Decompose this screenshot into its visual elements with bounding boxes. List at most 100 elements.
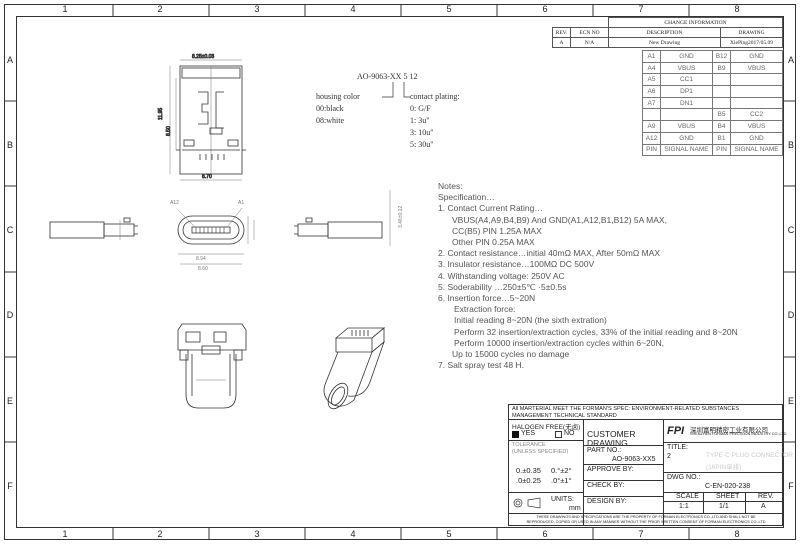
note-line: Specification…: [438, 192, 495, 203]
pin-cell: [642, 108, 661, 122]
front-label-a1: A1: [238, 200, 244, 206]
pin-cell: VBUS: [730, 61, 783, 75]
row-label: F: [7, 481, 13, 491]
column-label: 3: [254, 4, 260, 14]
pin-cell: B5: [712, 108, 731, 122]
column-label: 8: [734, 529, 740, 539]
change-header: REV.: [552, 27, 571, 38]
pin-cell: GND: [660, 131, 713, 145]
pin-cell: A6: [642, 85, 661, 98]
pin-cell: DP1: [660, 85, 713, 98]
pin-cell: VBUS: [730, 120, 783, 133]
sheet-label: SHEET: [716, 493, 740, 500]
pin-cell: CC1: [660, 73, 713, 87]
part-code: AO-9063-XX 5 12: [357, 72, 418, 81]
dim-front-width2: 8.60: [198, 266, 208, 272]
part-code-leader-lines: [382, 82, 410, 98]
pin-cell: [712, 85, 731, 98]
change-cell: A: [552, 37, 571, 48]
note-line: 3. Insulator resistance…100MΩ DC 500V: [438, 259, 595, 270]
dwg-no-value: C-EN-020-238: [705, 483, 751, 490]
change-header: DRAWING: [720, 27, 783, 38]
dim-top-width2: 8.70: [202, 174, 212, 180]
note-line: CC(B5) PIN 1.25A MAX: [452, 225, 542, 236]
halogen-yes-label: YES: [521, 430, 536, 437]
pin-cell: GND: [730, 50, 783, 63]
title-block: [508, 404, 783, 526]
row-label: B: [6, 140, 13, 150]
pin-cell: [730, 96, 783, 110]
pin-cell: A9: [642, 120, 661, 133]
units-label: UNITS:: [551, 496, 574, 503]
row-label: C: [6, 225, 14, 235]
column-label: 6: [542, 4, 548, 14]
column-label: 4: [350, 4, 356, 14]
halogen-no-label: NO: [564, 430, 575, 437]
note-line: 7. Salt spray test 48 H.: [438, 360, 524, 371]
pin-cell: A7: [642, 96, 661, 110]
row-label: A: [6, 55, 13, 65]
copyright-footer-1: THESE DRAWINGS AND SPECIFICATIONS ARE TH…: [536, 515, 756, 519]
column-label: 2: [157, 4, 163, 14]
pin-cell: A12: [642, 131, 661, 145]
title-text: TYPE-C PLUG CONNECTOR: [706, 452, 793, 459]
side-view-right: 3.46±0.12: [294, 190, 404, 246]
pin-cell: B9: [712, 61, 731, 75]
note-line: Perform 10000 insertion/extraction cycle…: [454, 337, 665, 348]
tolerance-angle-1: 0.°±2°: [551, 466, 572, 475]
tolerance-linear-1: 0.±0.35: [516, 466, 541, 475]
row-label: F: [788, 481, 794, 491]
change-cell: New Drawing: [608, 37, 721, 48]
column-label: 8: [734, 4, 740, 14]
contact-plating-label: contact plating:: [410, 92, 460, 101]
pin-cell: PIN: [642, 143, 661, 157]
dim-top-width: 8.25±0.03: [192, 54, 214, 60]
pin-cell: B1: [712, 131, 731, 145]
note-line: Initial reading 8~20N (the sixth extrati…: [454, 315, 607, 326]
row-label: C: [787, 225, 795, 235]
housing-option: 00:black: [316, 104, 344, 113]
row-label: E: [6, 396, 13, 406]
halogen-no-checkbox[interactable]: [555, 431, 562, 438]
copyright-footer-2: REPRODUCED, COPIED OR USED IN ANY MANNER…: [526, 520, 766, 524]
pin-cell: PIN: [712, 143, 731, 157]
column-label: 4: [350, 529, 356, 539]
column-label: 1: [62, 4, 68, 14]
note-line: 1. Contact Current Rating…: [438, 203, 543, 214]
tolerance-linear-2: .0±0.25: [516, 476, 541, 485]
plating-option: 1: 3u": [410, 116, 430, 125]
pin-cell: GND: [660, 50, 713, 63]
company-logo: FPI: [667, 425, 685, 437]
note-line: 2. Contact resistance…initial 40mΩ MAX, …: [438, 248, 660, 259]
column-label: 6: [542, 529, 548, 539]
rev-value: A: [761, 503, 766, 510]
change-header: DESCRIPTION: [608, 27, 721, 38]
pin-cell: [712, 73, 731, 87]
halogen-free-label: HALOGEN FREE(无卤): [512, 424, 581, 431]
pin-cell: [712, 96, 731, 110]
title-number: 2: [667, 453, 671, 460]
compliance-statement: All MARTERIAL MEET THE FORMAN'S SPEC: EN…: [512, 406, 739, 419]
unless-specified-label: (UNLESS SPECIFIED): [512, 449, 569, 455]
scale-value: 1:1: [679, 503, 689, 510]
pin-cell: B4: [712, 120, 731, 133]
part-no-value: AO-9063-XX5: [612, 456, 656, 463]
pin-cell: SIGNAL NAME: [660, 143, 713, 157]
units-value: mm: [569, 505, 581, 512]
front-view: A12 A1 8.94 8.60: [170, 200, 255, 272]
dim-front-width: 8.94: [196, 256, 206, 262]
title-label: TITLE:: [667, 444, 689, 451]
dim-side-height: 3.46±0.12: [398, 206, 404, 228]
housing-color-label: housing color: [316, 92, 360, 101]
sheet-value: 1/1: [719, 503, 729, 510]
row-label: A: [787, 55, 794, 65]
drawing-border-inner: [16, 16, 784, 528]
halogen-yes-checkbox[interactable]: [512, 431, 519, 438]
note-line: Up to 15000 cycles no damage: [452, 349, 570, 360]
company-name-cn: 深圳富明精密工业有限公司: [690, 427, 768, 434]
company-name-en: SHENZHEN FORMAN PRECISION INDUSTRY CO.,L…: [690, 432, 787, 436]
title-text-sub: (16PIN单排): [706, 464, 742, 471]
part-no-label: PART NO.:: [587, 447, 622, 454]
